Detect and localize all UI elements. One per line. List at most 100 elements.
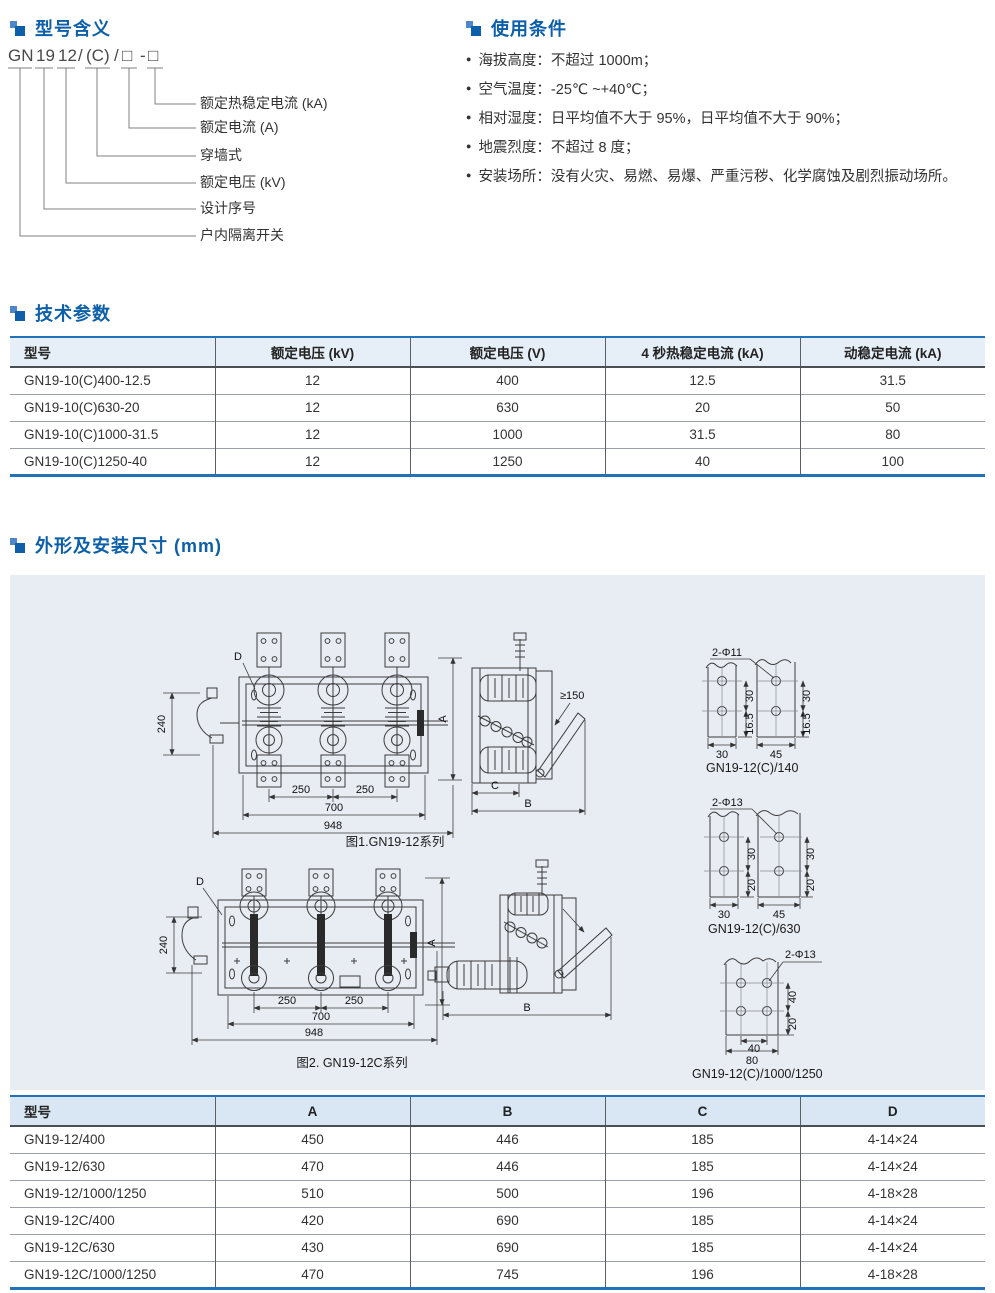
dim-label: 250 [278, 995, 296, 1007]
section-title: 技术参数 [35, 304, 111, 324]
list-item: ●相对湿度：日平均值不大于 95%，日平均值不大于 90%； [466, 107, 991, 136]
dim-label: ≥150 [560, 690, 584, 702]
table-cell: 400 [410, 366, 606, 394]
table-header-row: 型号 额定电压 (kV) 额定电压 (V) 4 秒热稳定电流 (kA) 动稳定电… [10, 337, 985, 368]
table-cell: 80 [800, 420, 985, 448]
code-separator: / [114, 46, 119, 65]
bullet-icon: ● [466, 112, 472, 122]
dim-label: 240 [156, 715, 168, 733]
dim-label: B [524, 798, 531, 810]
section-title: 型号含义 [35, 19, 111, 39]
code-segment: (C) [86, 46, 110, 65]
dim-label: 700 [312, 1011, 330, 1023]
dim-label: C [491, 780, 499, 792]
table-cell: 31.5 [605, 420, 801, 448]
table-cell: 690 [410, 1233, 606, 1261]
table-cell: 4-14×24 [800, 1206, 985, 1234]
dim-label: A [437, 715, 449, 723]
table-cell: 196 [605, 1260, 801, 1288]
table-cell: 100 [800, 447, 985, 475]
section-header-dimensions: 外形及安装尺寸 (mm) [10, 532, 222, 558]
model-code: GN 19 12 / (C) / □ - □ [8, 46, 158, 65]
usage-item-text: 地震烈度：不超过 8 度； [478, 140, 640, 156]
dim-label: 30 [805, 848, 817, 860]
dim-label: 240 [158, 936, 170, 954]
table-cell: 446 [410, 1152, 606, 1180]
dim-label: 20 [746, 879, 758, 891]
table-cell: 196 [605, 1179, 801, 1207]
table-cell: 510 [215, 1179, 411, 1207]
fig2-dimension-lines [166, 877, 450, 1045]
dim-label: A [426, 939, 438, 947]
column-header: 额定电压 (V) [410, 337, 606, 368]
table-cell: GN19-12C/400 [10, 1206, 216, 1234]
dim-label: D [196, 876, 204, 888]
fig1-side-view [438, 632, 586, 815]
dim-label: B [523, 1002, 530, 1014]
table-cell: 185 [605, 1233, 801, 1261]
bullet-icon: ● [466, 54, 472, 64]
table-cell: 1000 [410, 420, 606, 448]
code-separator: - [140, 46, 146, 65]
table-cell: 1250 [410, 447, 606, 475]
plate-1250-drawing [720, 957, 822, 1055]
usage-item-text: 空气温度：-25℃ ~+40℃； [478, 82, 657, 98]
column-header: C [605, 1096, 801, 1127]
column-header: 型号 [10, 1096, 216, 1127]
plate-140-drawing [702, 658, 809, 749]
dim-label: 20 [787, 1018, 799, 1030]
table-cell: 500 [410, 1179, 606, 1207]
dim-label: 30 [746, 848, 758, 860]
figure-caption: GN19-12(C)/1000/1250 [692, 1067, 823, 1081]
table-header: 型号 A B C D [10, 1096, 985, 1127]
dim-label: 45 [773, 909, 785, 921]
table-cell: 12 [215, 447, 411, 475]
table-cell: GN19-12C/1000/1250 [10, 1260, 216, 1288]
table-cell: 185 [605, 1206, 801, 1234]
list-item: ● 地震烈度：不超过 8 度； [466, 136, 991, 165]
table-cell: GN19-12/630 [10, 1152, 216, 1180]
list-item: ● 安装场所：没有火灾、易燃、易爆、严重污秽、化学腐蚀及剧烈振动场所。 [466, 165, 991, 194]
dim-label: 30 [716, 749, 728, 761]
code-segment: □ [148, 46, 158, 65]
model-label: 户内隔离开关 [200, 227, 284, 243]
section-bullet-icon [10, 305, 26, 321]
table-cell: 745 [410, 1260, 606, 1288]
section-header-usage: 使用条件 [466, 15, 567, 41]
column-header: B [410, 1096, 606, 1127]
model-labels: 额定热稳定电流 (kA) 额定电流 (A) 穿墙式 额定电压 (kV) 设计序号… [200, 95, 328, 243]
model-label: 设计序号 [200, 200, 256, 216]
bullet-icon: ● [466, 170, 472, 180]
dim-label: 700 [325, 802, 343, 814]
dim-label: 40 [787, 991, 799, 1003]
bullet-icon: ● [466, 83, 472, 93]
hole-spec-label: 2-Φ13 [785, 949, 816, 961]
table-cell: GN19-10(C)1000-31.5 [10, 420, 216, 448]
table-cell: 4-14×24 [800, 1152, 985, 1180]
code-segment: 19 [36, 46, 55, 65]
dim-label: 16.5 [744, 713, 756, 734]
table-cell: 446 [410, 1125, 606, 1153]
hole-spec-label: 2-Φ11 [712, 647, 742, 659]
bullet-icon: ● [466, 141, 472, 151]
hole-spec-label: 2-Φ13 [712, 797, 743, 809]
table-cell: GN19-10(C)1250-40 [10, 447, 216, 475]
usage-conditions-list: ●海拔高度：不超过 1000m； ●空气温度：-25℃ ~+40℃； ●相对湿度… [466, 49, 991, 194]
usage-item-text: 安装场所：没有火灾、易燃、易爆、严重污秽、化学腐蚀及剧烈振动场所。 [478, 169, 957, 185]
model-label: 额定电压 (kV) [200, 174, 286, 190]
section-bullet-icon [10, 20, 26, 36]
table-cell: 630 [410, 393, 606, 421]
figure-caption: GN19-12(C)/140 [706, 761, 798, 775]
fig1-dimension-lines [163, 662, 454, 838]
table-cell: 185 [605, 1125, 801, 1153]
figure-caption: 图1.GN19-12系列 [346, 835, 445, 849]
column-header: 动稳定电流 (kA) [800, 337, 985, 368]
drawings-panel: D 240 250 250 700 948 A ≥150 C B 图1.GN19… [10, 575, 985, 1090]
table-cell: GN19-10(C)630-20 [10, 393, 216, 421]
